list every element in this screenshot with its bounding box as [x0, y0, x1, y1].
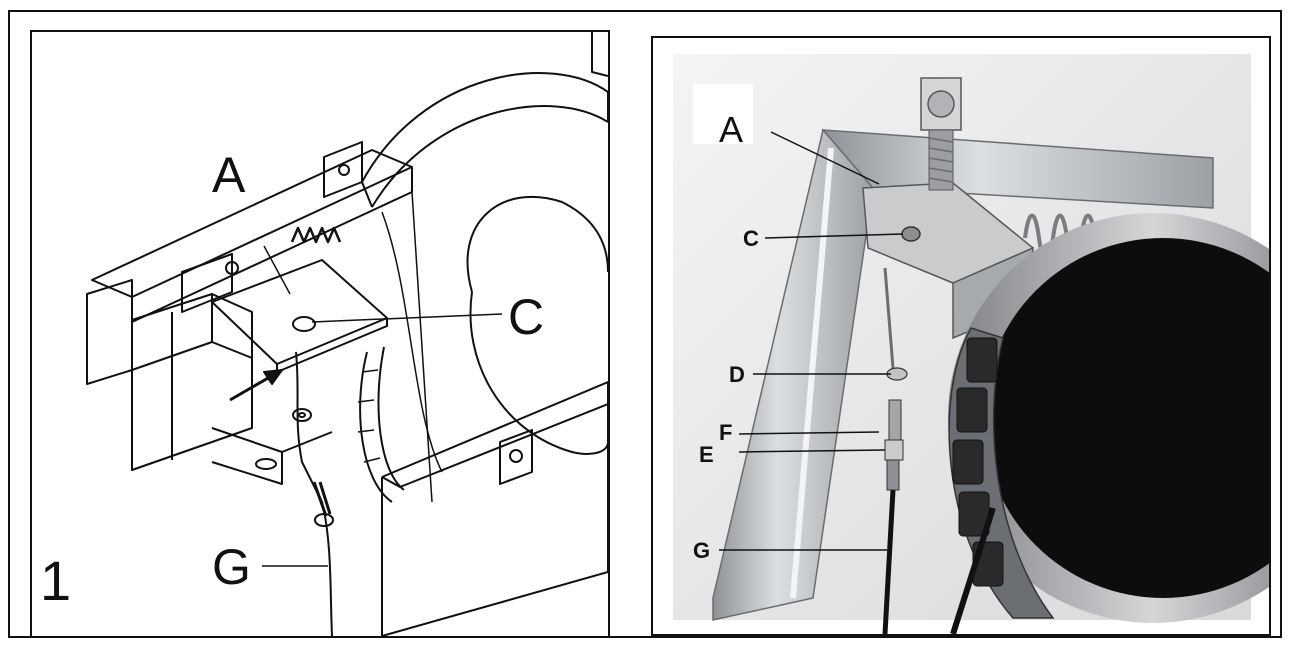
label-a-photo: A [719, 109, 743, 150]
motor-housing-outline [361, 72, 608, 183]
photo-panel: A C D F E G [651, 36, 1271, 636]
label-g: G [212, 539, 251, 595]
line-drawing-panel: A C G 1 [30, 30, 610, 638]
motor-housing-rim [371, 105, 608, 208]
panel-number: 1 [40, 549, 71, 612]
label-d-photo: D [729, 362, 745, 387]
label-e-photo: E [699, 442, 714, 467]
label-a: A [212, 147, 246, 203]
label-g-photo: G [693, 538, 710, 563]
label-c-photo: C [743, 226, 759, 251]
brake-cable [295, 351, 333, 636]
spring [290, 226, 342, 244]
bracket-plate [211, 259, 388, 365]
line-drawing: A C G 1 [40, 32, 608, 636]
label-f-photo: F [719, 420, 732, 445]
label-c: C [508, 289, 544, 345]
photo-illustration: A C D F E G [673, 54, 1269, 634]
wheel-face [983, 238, 1269, 598]
cable-photo [882, 489, 896, 634]
side-rail [712, 128, 874, 621]
figure-frame [8, 10, 1282, 638]
screw-c-photo [901, 226, 921, 242]
frame-rail [91, 149, 413, 298]
screw-c [292, 316, 316, 332]
